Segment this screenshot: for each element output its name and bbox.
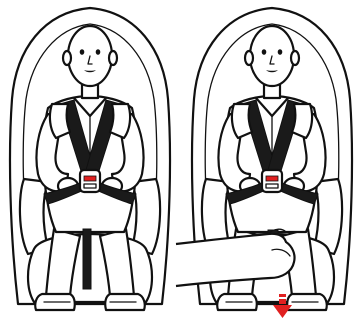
harness-buckle: [262, 170, 282, 192]
adjuster-strap: [83, 229, 91, 289]
panel-before: [10, 8, 170, 310]
harness-buckle: [80, 170, 100, 192]
